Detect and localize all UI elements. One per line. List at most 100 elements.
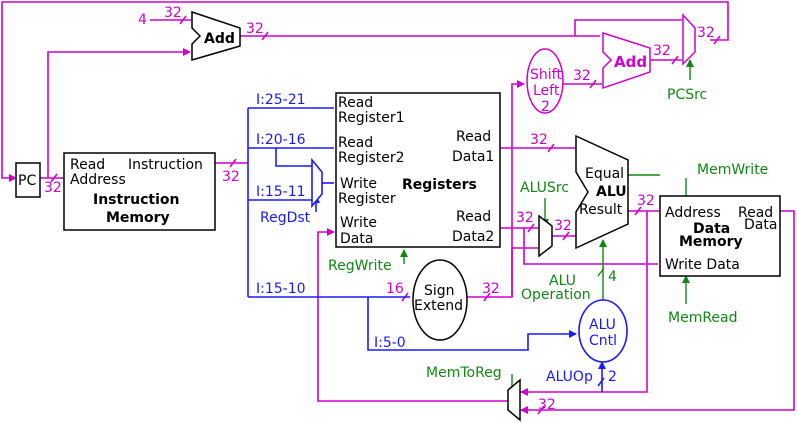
datapath-wires — [1, 1, 795, 414]
bus-width: 32 — [482, 281, 500, 297]
bus-width: 32 — [538, 397, 556, 413]
shift-left-2: Shift Left 2 — [526, 48, 564, 115]
branch-adder: Add — [602, 31, 651, 90]
bus-width: 2 — [608, 369, 617, 385]
const-4-label: 4 — [138, 12, 147, 28]
bus-width: 32 — [697, 25, 715, 41]
field-label: I:5-0 — [374, 335, 406, 351]
bus-width-markers: 32 4 32 32 32 32 32 32 32 32 32 32 16 32… — [44, 5, 721, 415]
imem-port-label: Instruction — [128, 157, 203, 173]
alu-control: ALU Cntl — [578, 299, 628, 363]
bus-width: 16 — [386, 281, 404, 297]
reg-port-label: Read — [338, 135, 373, 151]
signext-to-shift-wire — [511, 80, 525, 297]
pc-label: PC — [18, 173, 36, 189]
pc-register: PC — [15, 162, 41, 198]
alu-result-label: Result — [579, 202, 623, 218]
pc-source-mux — [682, 13, 696, 66]
read-data2-to-mem-wire — [523, 228, 658, 265]
regdst-label: RegDst — [260, 210, 311, 226]
shift-left-label: 2 — [541, 99, 550, 115]
reg-port-label: Register — [338, 191, 396, 207]
field-label: I:25-21 — [256, 92, 306, 108]
memread-label: MemRead — [668, 310, 738, 326]
regwrite-label: RegWrite — [328, 258, 392, 274]
register-file: Read Register1 Read Register2 Write Regi… — [335, 92, 501, 248]
reg-port-label: Register1 — [338, 110, 405, 126]
memtoreg-label: MemToReg — [426, 365, 502, 381]
dmem-port-label: Address — [665, 205, 721, 221]
alu-title: ALU — [596, 184, 627, 200]
dmem-port-label: Data — [744, 217, 777, 233]
bus-width: 4 — [608, 269, 617, 285]
instruction-memory: Read Address Instruction Instruction Mem… — [63, 152, 216, 231]
field-funct-wire — [367, 297, 577, 351]
pc-adder: Add — [191, 10, 241, 61]
dmem-title: Data — [693, 221, 730, 237]
bus-width: 32 — [573, 68, 591, 84]
reg-port-label: Read — [456, 129, 491, 145]
memwrite-label: MemWrite — [697, 162, 768, 178]
branch-adder-label: Add — [614, 53, 647, 71]
registers-title: Registers — [402, 177, 477, 193]
signext-to-alusrc-wire — [458, 247, 538, 298]
alu-control-label: ALU — [589, 317, 616, 333]
alu: Equal ALU Result — [575, 134, 629, 250]
imem-title: Memory — [106, 210, 170, 226]
alu-operation-label: ALU — [549, 273, 576, 289]
instruction-field-wires — [247, 107, 606, 392]
pc4-to-mux-wire — [574, 19, 682, 36]
sign-extend: Sign Extend — [412, 259, 468, 341]
bus-width: 32 — [222, 169, 240, 185]
bus-width: 32 — [516, 210, 534, 226]
dmem-port-label: Read — [738, 205, 773, 221]
alu-equal-label: Equal — [585, 166, 624, 182]
imem-title: Instruction — [93, 192, 179, 208]
bus-width: 32 — [530, 132, 548, 148]
control-wires — [400, 59, 694, 388]
alu-result-to-memtoreg-wire — [520, 211, 648, 396]
bus-width: 32 — [637, 193, 655, 209]
reg-port-label: Data1 — [452, 149, 494, 165]
regdst-mux — [311, 157, 323, 209]
aluop-label: ALUOp — [546, 369, 593, 385]
sign-extend-label: Sign — [424, 283, 455, 299]
pcsrc-label: PCSrc — [667, 87, 707, 103]
alu-control-label: Cntl — [589, 333, 617, 349]
bus-width: 32 — [246, 21, 264, 37]
mem-read-data-wire — [520, 210, 795, 414]
bus-width: 32 — [554, 218, 572, 234]
pc-next-wire — [1, 1, 729, 182]
shift-left-label: Left — [533, 83, 560, 99]
alu-operation-label: Operation — [521, 287, 591, 303]
write-back-wire — [317, 228, 508, 402]
imem-port-label: Address — [70, 172, 126, 188]
dmem-port-label: Write Data — [665, 257, 740, 273]
field-rt-to-regdst-wire — [275, 148, 312, 167]
memtoreg-mux — [507, 378, 521, 422]
alusrc-label: ALUSrc — [520, 180, 569, 196]
dmem-title: Memory — [679, 234, 743, 250]
reg-port-label: Read — [456, 209, 491, 225]
field-label: I:20-16 — [256, 132, 306, 148]
reg-port-label: Write — [340, 176, 377, 192]
data-memory: Address Read Data Data Memory Write Data — [659, 195, 781, 277]
reg-port-label: Write — [340, 215, 377, 231]
shift-left-label: Shift — [530, 67, 562, 83]
bus-width: 32 — [44, 180, 62, 196]
alusrc-mux — [538, 214, 553, 258]
pc-to-adder-wire — [47, 48, 191, 178]
imem-port-label: Read — [70, 157, 105, 173]
reg-port-label: Data2 — [452, 229, 494, 245]
reg-port-label: Register2 — [338, 150, 405, 166]
bus-width: 32 — [653, 43, 671, 59]
sign-extend-label: Extend — [414, 298, 463, 314]
field-label: I:15-11 — [256, 184, 306, 200]
reg-port-label: Read — [338, 95, 373, 111]
bus-width: 32 — [164, 5, 182, 21]
instruction-field-labels: I:25-21 I:20-16 I:15-11 I:15-10 I:5-0 — [256, 92, 406, 351]
pc-adder-label: Add — [204, 31, 235, 47]
reg-port-label: Data — [340, 231, 373, 247]
control-labels: PCSrc RegDst RegWrite ALUSrc ALU Operati… — [260, 87, 768, 385]
